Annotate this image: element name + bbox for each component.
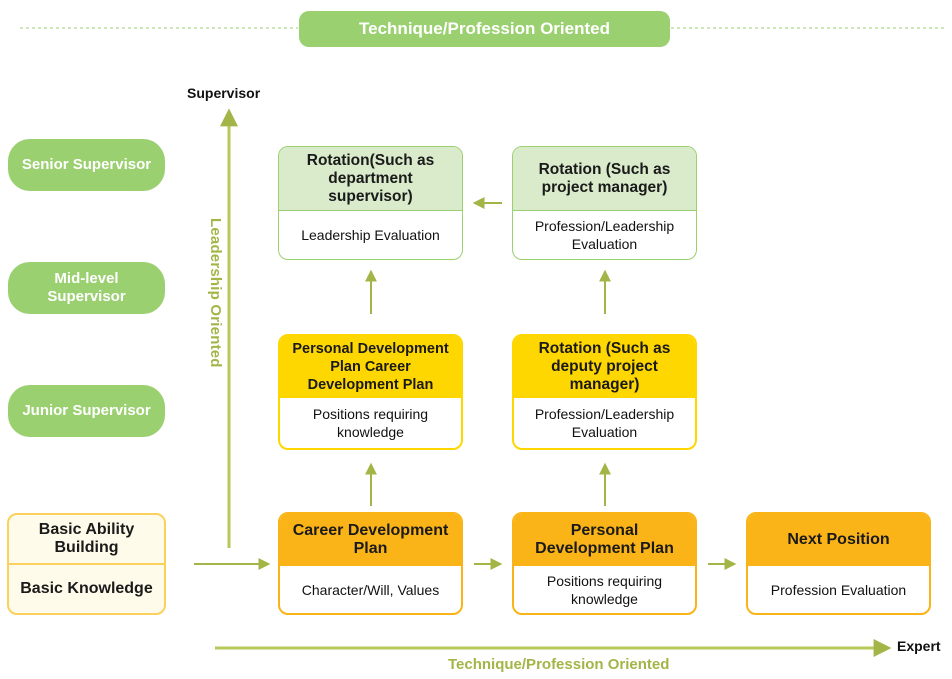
level-junior-supervisor: Junior Supervisor (8, 385, 165, 437)
box-pdp-cdp: Personal Development Plan Career Develop… (278, 334, 463, 450)
basic-knowledge: Basic Knowledge (20, 580, 153, 597)
box-career-development-plan: Career Development Plan Character/Will, … (278, 512, 463, 615)
box-title: Next Position (748, 514, 929, 566)
box-body: Positions requiring knowledge (546, 572, 663, 607)
box-body: Profession Evaluation (770, 581, 907, 598)
box-body: Leadership Evaluation (301, 227, 440, 243)
y-axis-title: Leadership Oriented (207, 218, 224, 368)
y-axis-top-label: Supervisor (187, 85, 261, 101)
basic-ability-building: Basic Ability Building (9, 515, 164, 565)
box-rotation-project-manager: Rotation (Such as project manager) Profe… (512, 146, 697, 260)
level-mid-level-supervisor: Mid-level Supervisor (8, 262, 165, 314)
box-personal-development-plan: Personal Development Plan Positions requ… (512, 512, 697, 615)
box-title: Rotation (Such as project manager) (513, 147, 696, 211)
box-body: Positions requiring knowledge (312, 406, 429, 440)
box-body: Profession/Leadership Evaluation (534, 218, 675, 252)
box-title: Rotation(Such as department supervisor) (279, 147, 462, 211)
box-body: Profession/Leadership Evaluation (534, 406, 675, 440)
x-axis-title: Technique/Profession Oriented (448, 656, 670, 673)
basic-box: Basic Ability Building Basic Knowledge (7, 513, 166, 615)
x-axis-end-label: Expert (897, 638, 941, 654)
box-body: Character/Will, Values (301, 581, 440, 598)
box-title: Personal Development Plan Career Develop… (280, 336, 461, 398)
box-rotation-deputy: Rotation (Such as deputy project manager… (512, 334, 697, 450)
box-title: Personal Development Plan (514, 514, 695, 566)
box-title: Rotation (Such as deputy project manager… (514, 336, 695, 398)
box-rotation-department: Rotation(Such as department supervisor) … (278, 146, 463, 260)
box-title: Career Development Plan (280, 514, 461, 566)
level-senior-supervisor: Senior Supervisor (8, 139, 165, 191)
box-next-position: Next Position Profession Evaluation (746, 512, 931, 615)
header-title: Technique/Profession Oriented (299, 11, 670, 47)
